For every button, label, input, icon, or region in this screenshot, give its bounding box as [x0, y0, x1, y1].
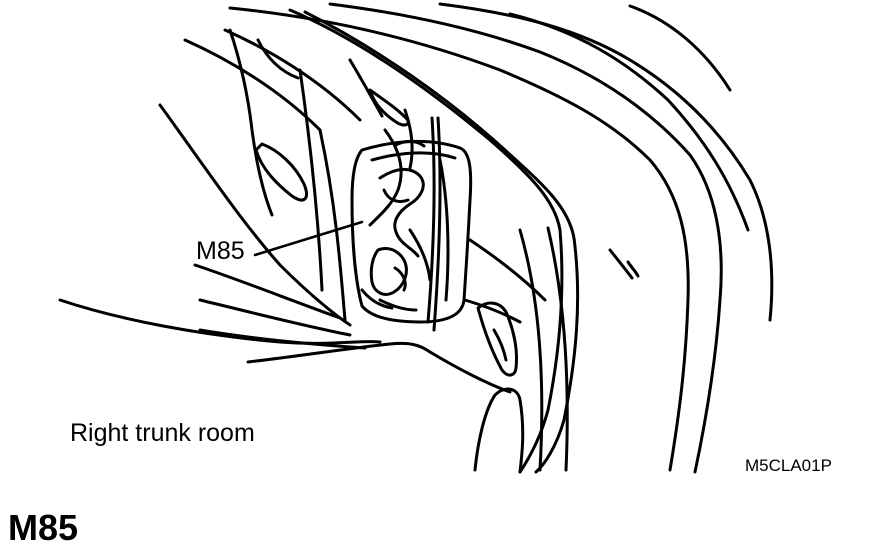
location-caption: Right trunk room [70, 419, 255, 447]
connector-title: M85 [8, 507, 79, 548]
figure-code: M5CLA01P [745, 456, 832, 475]
trunk-lower-panel [473, 387, 525, 474]
callout-leader-line [253, 220, 364, 257]
inner-wall-panel [183, 28, 410, 322]
trunk-frame-outline [228, 2, 774, 474]
wiring-harness [368, 108, 432, 282]
trunk-opening-edge [288, 8, 580, 474]
callout-label-m85: M85 [196, 237, 245, 265]
